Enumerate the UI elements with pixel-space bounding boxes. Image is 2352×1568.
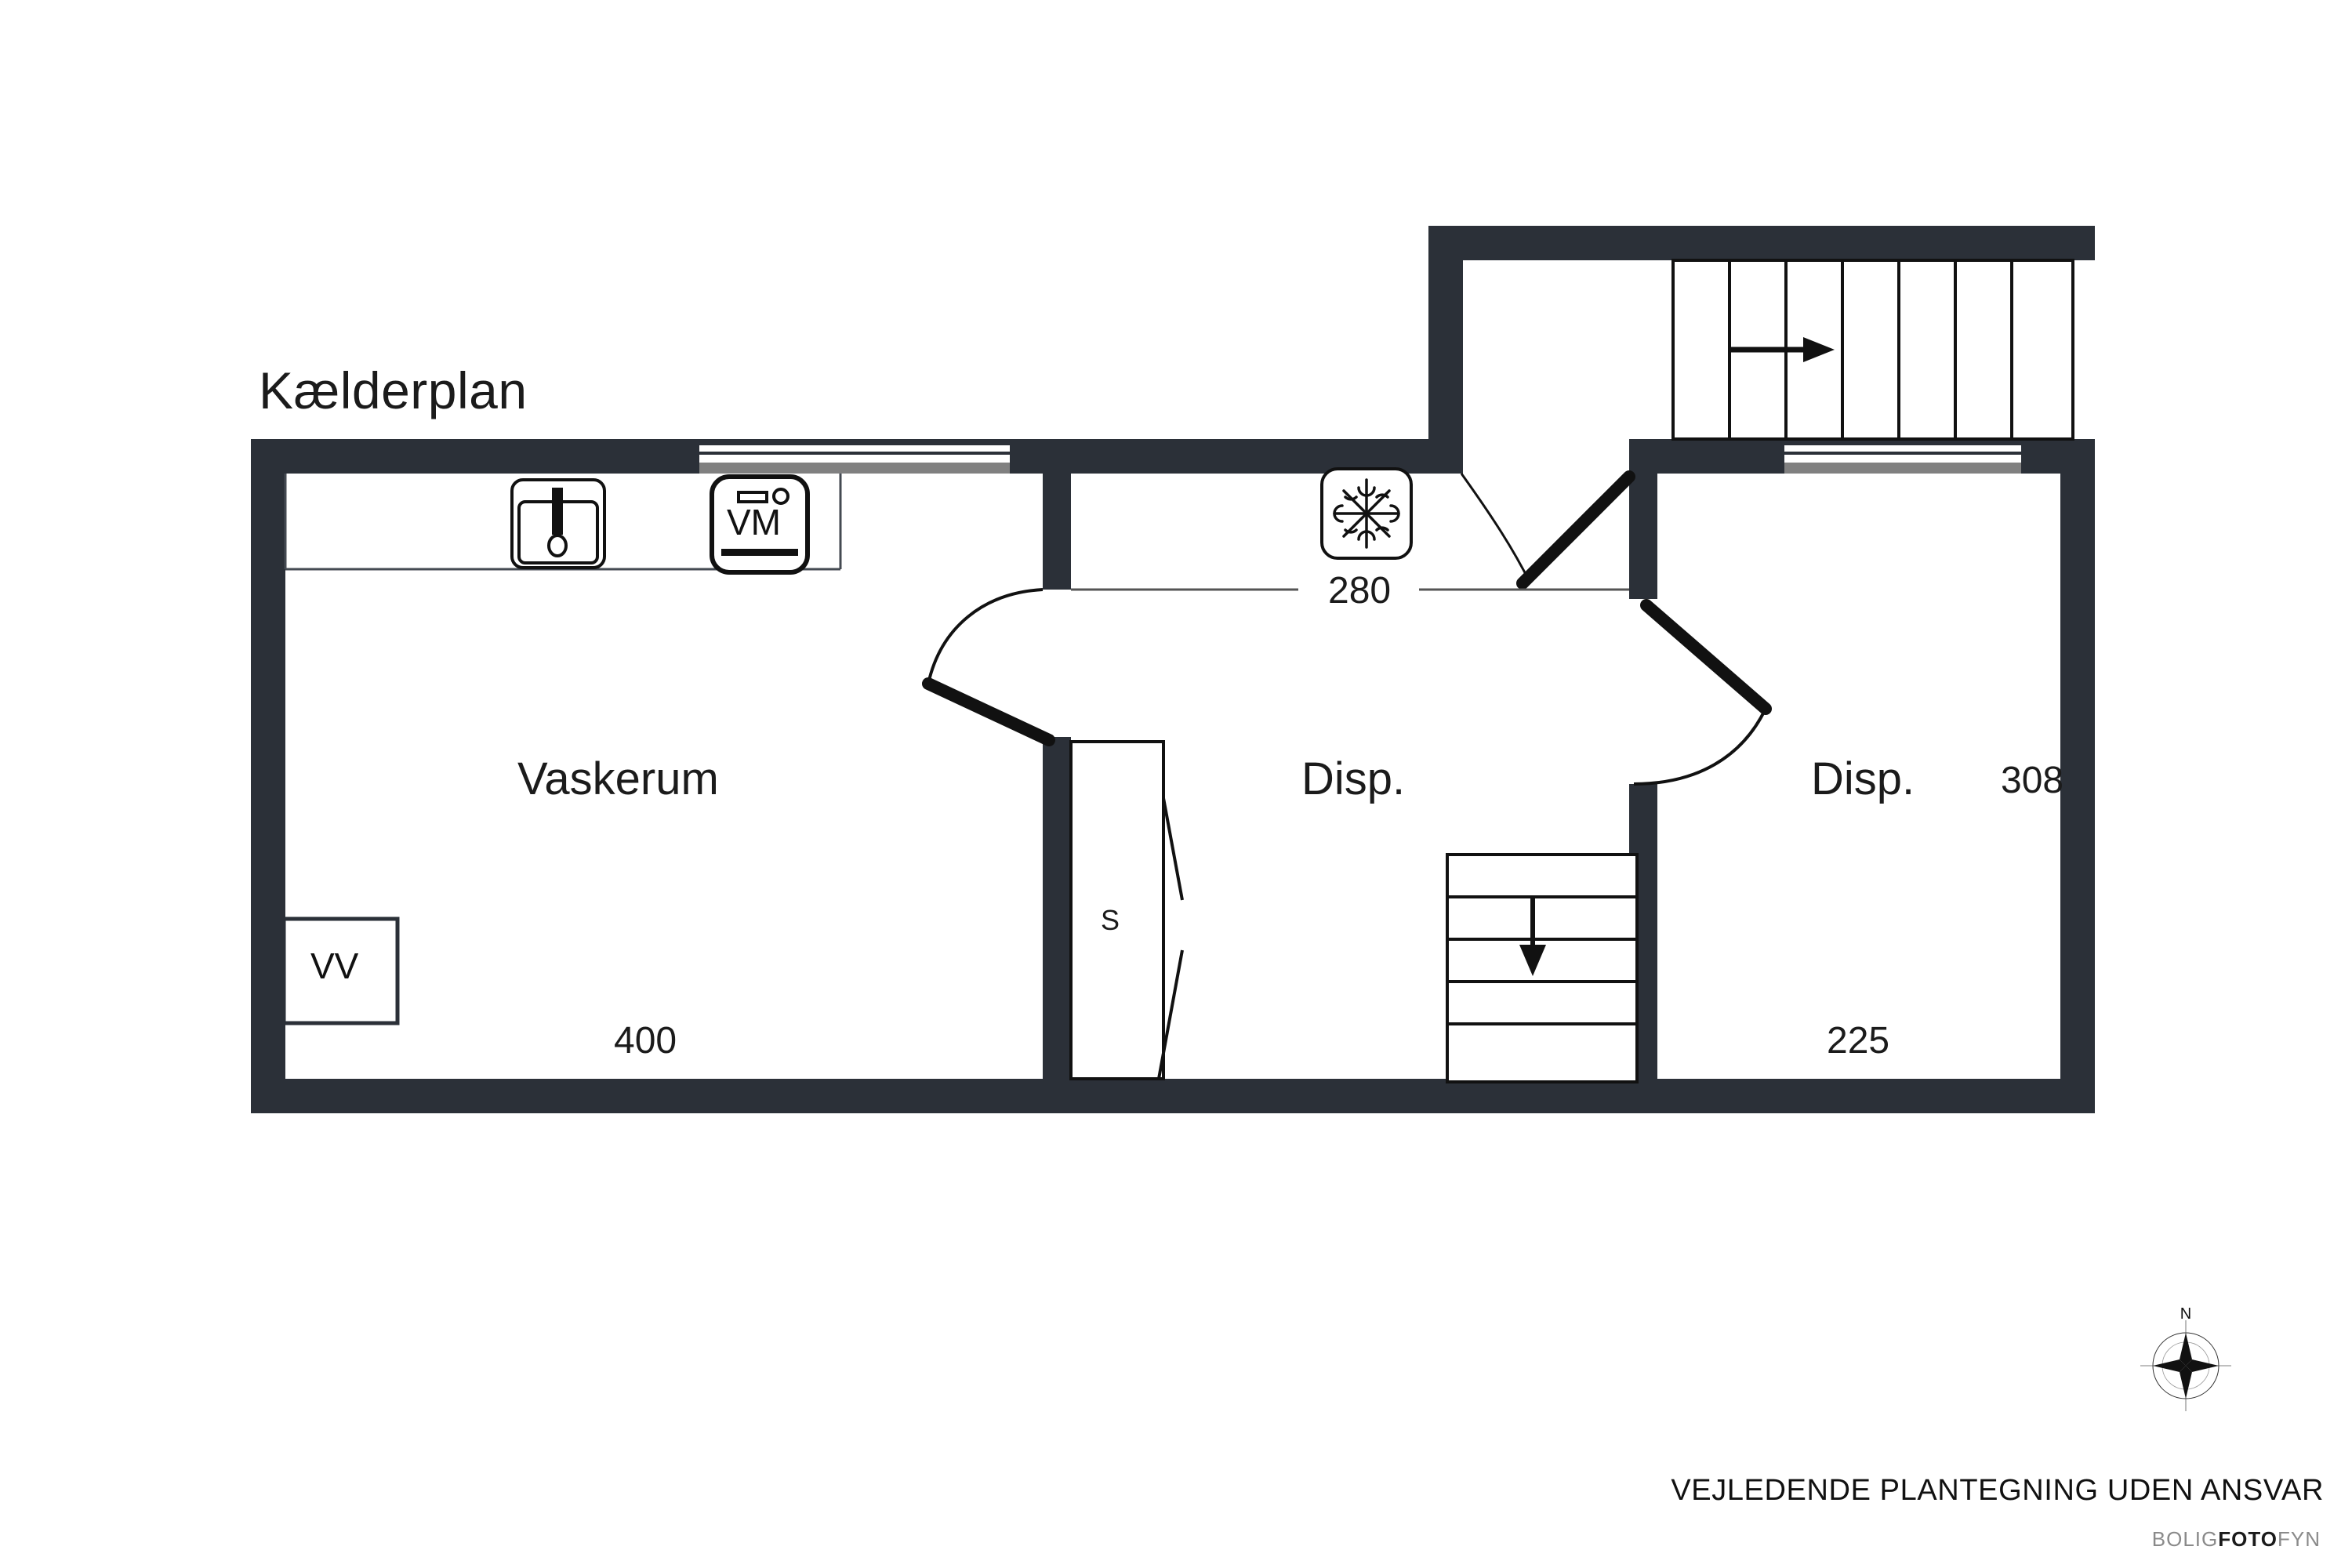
closet-icon <box>1069 740 1184 1080</box>
wall-stairbay-top <box>1428 226 2095 260</box>
dimension-400: 400 <box>614 1020 677 1062</box>
wall-interior-vaskerum-lower <box>1043 737 1071 1082</box>
door-disp-disp <box>1633 599 1772 786</box>
page-title: Kælderplan <box>259 361 528 419</box>
wall-outer-left <box>251 439 285 1113</box>
dimension-280: 280 <box>1316 569 1404 612</box>
door-stairbay-disp <box>1460 470 1635 590</box>
compass-north-label: N <box>2180 1305 2191 1323</box>
compass-rose: N <box>2131 1301 2241 1419</box>
brand-mid: FOTO <box>2218 1527 2278 1551</box>
wall-interior-vaskerum-stub-top <box>1043 474 1071 590</box>
door-vaskerum-disp <box>922 588 1055 746</box>
wall-outer-bottom <box>251 1079 2095 1113</box>
doors-group <box>922 470 1772 786</box>
walls-group <box>251 226 2095 1113</box>
sink-icon <box>510 478 606 569</box>
water-heater-box <box>281 916 400 1025</box>
dimension-225: 225 <box>1827 1020 1890 1062</box>
stairs-up <box>1671 259 2074 441</box>
wall-interior-disp-stub-top <box>1629 474 1657 599</box>
closet-label: S <box>1101 904 1120 936</box>
washing-machine-label: VM <box>727 502 781 543</box>
washing-machine-icon <box>710 474 810 575</box>
dimension-308: 308 <box>2001 760 2064 801</box>
wall-top-left-a <box>251 439 699 474</box>
wall-outer-right <box>2060 439 2095 1113</box>
room-label-disp-middle: Disp. <box>1301 753 1406 804</box>
compass-rose-icon: N <box>2140 1305 2231 1411</box>
room-label-disp-right: Disp. <box>1811 753 1915 804</box>
window-vaskerum <box>699 439 1010 474</box>
brand-suffix: FYN <box>2278 1527 2321 1551</box>
disclaimer-text: VEJLEDENDE PLANTEGNING UDEN ANSVAR <box>1671 1474 2324 1507</box>
brand-prefix: BOLIG <box>2151 1527 2219 1551</box>
water-heater-label: VV <box>310 946 359 986</box>
wall-top-right-a <box>1629 439 1784 474</box>
windows-group <box>699 439 2021 474</box>
wall-top-right-b <box>2021 439 2095 474</box>
window-disp-right <box>1784 439 2021 474</box>
brand-logo: BOLIGFOTOFYN <box>2152 1527 2321 1552</box>
snowflake-icon <box>1320 467 1413 560</box>
room-label-vaskerum: Vaskerum <box>517 753 719 804</box>
wall-stairbay-left <box>1428 226 1463 474</box>
stairs-down <box>1446 853 1639 1083</box>
